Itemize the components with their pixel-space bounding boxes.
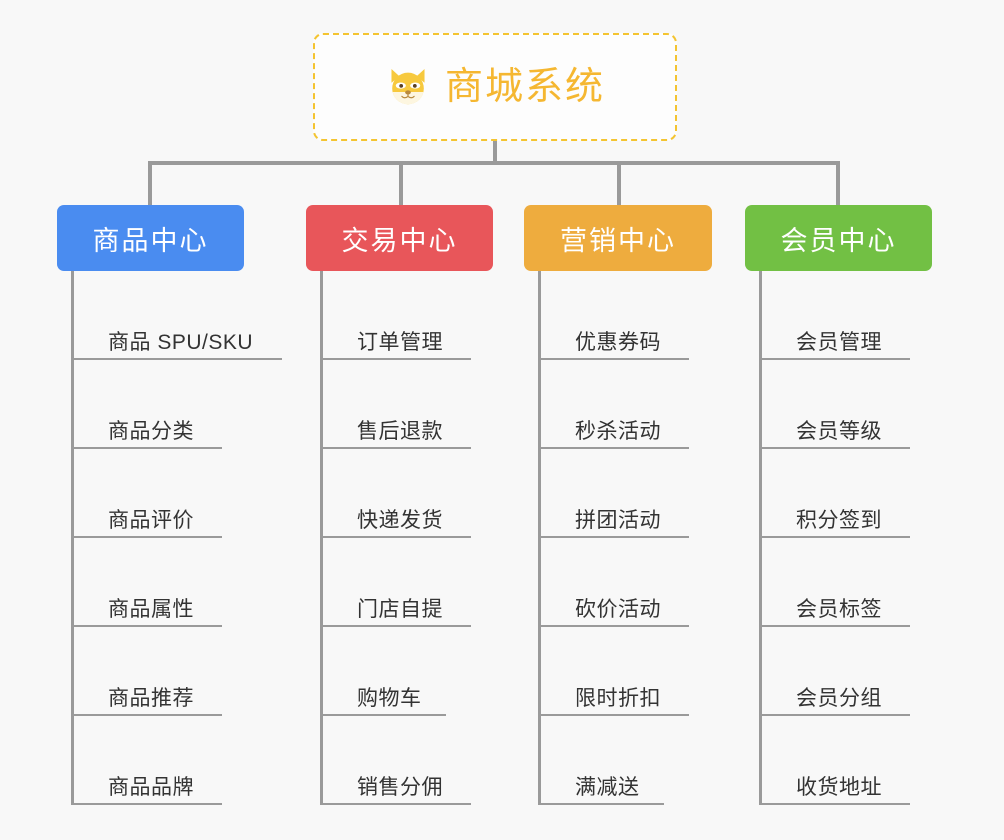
leaf-item[interactable]: 拼团活动 xyxy=(541,449,712,538)
leaf-item[interactable]: 门店自提 xyxy=(323,538,493,627)
leaf-item[interactable]: 商品品牌 xyxy=(74,716,253,805)
leaf-label: 商品评价 xyxy=(108,508,194,532)
leaf-item[interactable]: 积分签到 xyxy=(762,449,932,538)
leaf-item[interactable]: 收货地址 xyxy=(762,716,932,805)
category-box-2[interactable]: 营销中心 xyxy=(524,205,712,271)
leaf-item[interactable]: 会员标签 xyxy=(762,538,932,627)
leaf-label: 订单管理 xyxy=(357,330,443,354)
leaf-label: 砍价活动 xyxy=(575,597,661,621)
leaf-label: 会员管理 xyxy=(796,330,882,354)
leaf-label: 商品推荐 xyxy=(108,686,194,710)
connector-drop-2 xyxy=(399,161,403,207)
leaf-label: 积分签到 xyxy=(796,508,882,532)
branch-product-center: 商品中心 商品 SPU/SKU 商品分类 商品评价 商品属性 商品推荐 商品品牌 xyxy=(57,205,283,805)
leaf-label: 商品分类 xyxy=(108,419,194,443)
root-node[interactable]: 商城系统 xyxy=(313,33,677,141)
leaf-label: 秒杀活动 xyxy=(575,419,661,443)
leaf-item[interactable]: 秒杀活动 xyxy=(541,360,712,449)
connector-drop-1 xyxy=(148,161,152,207)
leaf-label: 快递发货 xyxy=(357,508,443,532)
leaf-label: 会员标签 xyxy=(796,597,882,621)
leaf-label: 限时折扣 xyxy=(575,686,661,710)
category-box-3[interactable]: 会员中心 xyxy=(745,205,932,271)
leaf-item[interactable]: 商品 SPU/SKU xyxy=(74,271,283,360)
leaf-item[interactable]: 商品推荐 xyxy=(74,627,253,716)
shiba-dog-face-icon xyxy=(391,69,425,105)
leaf-item[interactable]: 会员等级 xyxy=(762,360,932,449)
leaf-item[interactable]: 商品属性 xyxy=(74,538,253,627)
leaf-label: 商品品牌 xyxy=(108,775,194,799)
leaf-label: 商品 SPU/SKU xyxy=(108,330,254,354)
leaf-label: 满减送 xyxy=(575,775,640,799)
leaf-label: 购物车 xyxy=(357,686,422,710)
leaf-item[interactable]: 满减送 xyxy=(541,716,712,805)
leaf-group-3: 会员管理 会员等级 积分签到 会员标签 会员分组 收货地址 xyxy=(759,271,932,805)
category-box-1[interactable]: 交易中心 xyxy=(306,205,493,271)
leaf-label: 拼团活动 xyxy=(575,508,661,532)
branch-member-center: 会员中心 会员管理 会员等级 积分签到 会员标签 会员分组 收货地址 xyxy=(745,205,932,805)
category-label-3: 会员中心 xyxy=(780,225,897,256)
category-label-0: 商品中心 xyxy=(92,225,209,256)
leaf-item[interactable]: 限时折扣 xyxy=(541,627,712,716)
leaf-group-0: 商品 SPU/SKU 商品分类 商品评价 商品属性 商品推荐 商品品牌 xyxy=(71,271,283,805)
leaf-label: 门店自提 xyxy=(357,597,443,621)
leaf-item[interactable]: 商品评价 xyxy=(74,449,253,538)
leaf-item[interactable]: 售后退款 xyxy=(323,360,493,449)
leaf-item[interactable]: 砍价活动 xyxy=(541,538,712,627)
leaf-item[interactable]: 快递发货 xyxy=(323,449,493,538)
connector-horizontal-bus xyxy=(150,161,840,165)
leaf-item[interactable]: 商品分类 xyxy=(74,360,253,449)
branch-trade-center: 交易中心 订单管理 售后退款 快递发货 门店自提 购物车 销售分佣 xyxy=(306,205,493,805)
leaf-item[interactable]: 销售分佣 xyxy=(323,716,493,805)
leaf-item[interactable]: 购物车 xyxy=(323,627,493,716)
connector-drop-4 xyxy=(836,161,840,207)
leaf-label: 售后退款 xyxy=(357,419,443,443)
leaf-group-2: 优惠券码 秒杀活动 拼团活动 砍价活动 限时折扣 满减送 xyxy=(538,271,712,805)
category-label-2: 营销中心 xyxy=(560,225,676,256)
category-box-0[interactable]: 商品中心 xyxy=(57,205,244,271)
leaf-item[interactable]: 会员分组 xyxy=(762,627,932,716)
leaf-label: 会员分组 xyxy=(796,686,882,710)
leaf-label: 销售分佣 xyxy=(357,775,443,799)
leaf-label: 会员等级 xyxy=(796,419,882,443)
category-label-1: 交易中心 xyxy=(341,225,458,256)
leaf-group-1: 订单管理 售后退款 快递发货 门店自提 购物车 销售分佣 xyxy=(320,271,493,805)
leaf-item[interactable]: 会员管理 xyxy=(762,271,932,360)
leaf-item[interactable]: 订单管理 xyxy=(323,271,493,360)
leaf-item[interactable]: 优惠券码 xyxy=(541,271,712,360)
branch-marketing-center: 营销中心 优惠券码 秒杀活动 拼团活动 砍价活动 限时折扣 满减送 xyxy=(524,205,712,805)
leaf-label: 收货地址 xyxy=(796,775,882,799)
root-title: 商城系统 xyxy=(444,66,605,108)
connector-root-stem xyxy=(493,141,497,165)
connector-drop-3 xyxy=(617,161,621,207)
leaf-label: 商品属性 xyxy=(108,597,194,621)
leaf-label: 优惠券码 xyxy=(575,330,661,354)
